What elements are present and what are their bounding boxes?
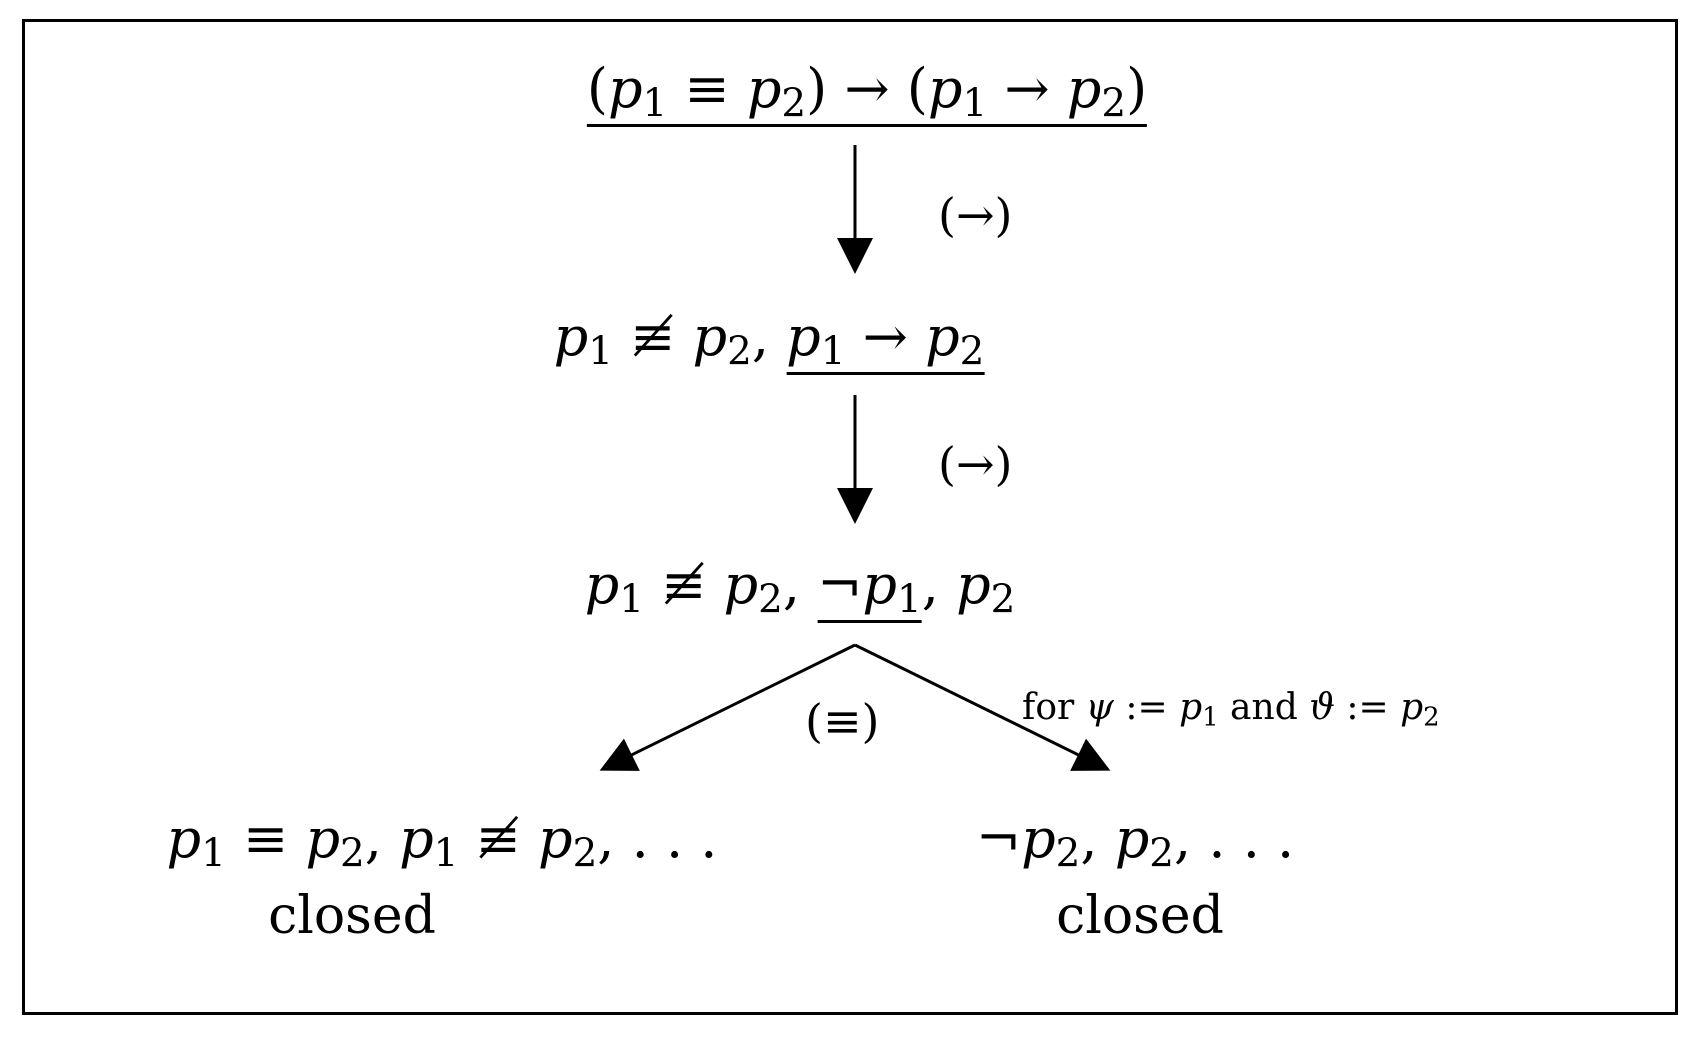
rule-label-step2: (→)	[938, 437, 1013, 491]
diagram-frame	[22, 19, 1678, 1015]
left-branch-formula: p1 ≡ p2, p1 ≢ p2, . . .	[166, 807, 718, 877]
step1-active-subformula: p1 → p2	[786, 305, 985, 375]
rule-label-branch: (≡)	[805, 694, 880, 748]
left-branch-status: closed	[268, 886, 436, 946]
step2-formula: p1 ≢ p2, ¬p1, p2	[584, 553, 1016, 623]
edge-step2-to-left-branch	[599, 643, 856, 771]
edge-step2-to-right-branch	[854, 643, 1111, 771]
root-formula: (p1 ≡ p2) → (p1 → p2)	[586, 57, 1148, 127]
rule-label-step1: (→)	[938, 188, 1013, 242]
step1-formula: p1 ≢ p2, p1 → p2	[553, 305, 985, 375]
root-formula-underlined: (p1 ≡ p2) → (p1 → p2)	[586, 57, 1148, 127]
branch-instantiation-note: for ψ := p1 and ϑ := p2	[1022, 687, 1440, 733]
step2-active-subformula: ¬p1	[817, 553, 922, 623]
right-branch-status: closed	[1056, 886, 1224, 946]
right-branch-formula: ¬p2, p2, . . .	[975, 807, 1295, 877]
